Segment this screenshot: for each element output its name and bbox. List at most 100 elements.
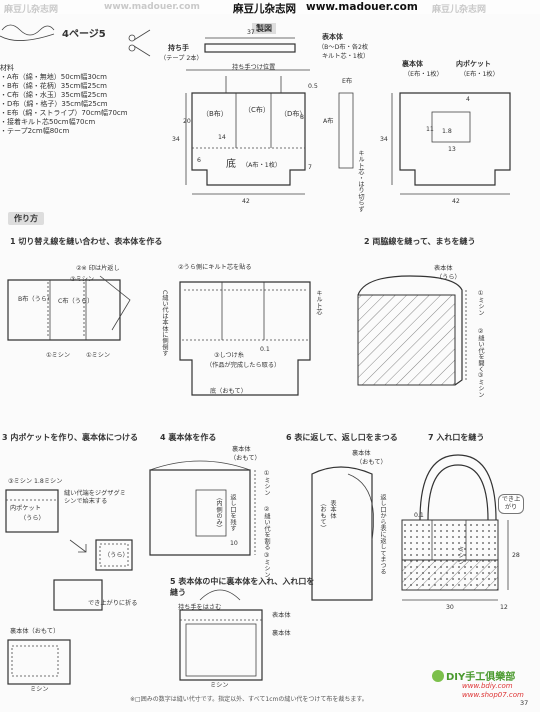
inner-pocket-fabric: （E布・1枚）: [460, 71, 499, 78]
watermark-banner: 麻豆儿杂志网 www.madouer.com 麻豆儿杂志网 www.madoue…: [0, 0, 540, 15]
step1-fabric-b: B布（うら）: [18, 296, 54, 303]
material-item: ・B布（綿・花柄）35cm幅25cm: [0, 82, 107, 90]
lining-height-34: 34: [380, 136, 388, 143]
step2-mishin-1: ①ミシン: [477, 290, 484, 316]
step5-figure: [179, 589, 263, 681]
decorative-lace: [0, 24, 55, 41]
fabric-b-label: （B布）: [202, 110, 228, 118]
lining-strip-pattern: [338, 92, 354, 169]
step7-depth-12: 12: [500, 604, 508, 611]
step1-note-b: ③ミシン: [70, 276, 95, 283]
bottom-label: 底: [226, 159, 236, 170]
step7-height-28: 28: [512, 552, 520, 559]
dim-20: 20: [183, 118, 191, 125]
step7-title: 7 入れ口を縫う: [428, 433, 485, 442]
ghost-site-name-right: 麻豆儿杂志网: [432, 5, 487, 15]
quilt-note: キルト芯・はり切らず: [357, 150, 364, 212]
step4-lining: 裏本体: [232, 446, 251, 453]
material-item: ・D布（綿・格子）35cm幅25cm: [0, 100, 108, 108]
bottom-fabric-label: （A布・1枚）: [242, 162, 282, 169]
step5-outer: 表本体: [272, 612, 291, 619]
step6-figure: [311, 466, 374, 601]
step7-done-badge: でき上がり: [498, 494, 524, 514]
step2-bag-figure: [357, 275, 467, 386]
materials-title: 材料: [0, 64, 14, 72]
step4-omote: （おもて）: [230, 455, 261, 462]
logo-url-1: www.bdiy.com: [462, 682, 513, 690]
step1-finish: （作品が完成したら取る）: [206, 362, 281, 369]
step6-title: 6 表に返して、返し口をまつる: [286, 433, 398, 442]
step6-omote: （おもて）: [356, 459, 387, 466]
logo-title: DIY手工俱樂部: [446, 672, 516, 683]
fabric-d-label: （D布）: [280, 110, 307, 118]
step5-title: 5 表本体の中に裏本体を入れ、入れ口を縫う: [170, 577, 315, 597]
step6-lining: 裏本体: [352, 450, 371, 457]
outer-body-parts: （B〜D布・各2枚: [318, 44, 369, 51]
step2-title: 2 両脇線を縫って、まちを縫う: [364, 237, 476, 246]
step3-fold: でき上がりに折る: [88, 600, 138, 607]
outer-body-label: 表本体: [322, 33, 343, 41]
step4-mishin-3: ③ミシン: [263, 552, 270, 578]
strip-fabric-e: E布: [342, 78, 353, 85]
step4-inner-only: （内側のみ）: [215, 494, 222, 532]
handle-label: 持ち手: [168, 44, 189, 52]
width-42: 42: [242, 198, 250, 205]
lining-body-fabric: （E布・1枚）: [404, 71, 443, 78]
step1-left-figure: [7, 275, 131, 341]
step1-mishin-2: ①ミシン: [86, 352, 111, 359]
step2-ura: （うら）: [436, 274, 461, 281]
diy-club-logo: DIY手工俱樂部 www.bdiy.com www.shop07.com: [428, 668, 538, 708]
step1-title: 1 切り替え線を縫い合わせ、表本体を作る: [10, 237, 163, 246]
logo-url-2: www.shop07.com: [462, 691, 524, 699]
pocket-dim-18: 1.8: [442, 128, 452, 135]
step1-mishin-1: ①ミシン: [46, 352, 71, 359]
step5-lining: 裏本体: [272, 630, 291, 637]
step5-mishin: ミシン: [210, 682, 229, 689]
page-number: 37: [520, 699, 529, 707]
step1-bottom: 底（おもて）: [210, 388, 247, 395]
step6-outer: 表本体: [329, 500, 336, 519]
material-item: ・接着キルト芯50cm幅70cm: [0, 118, 96, 126]
handle-note: （テープ 2本）: [160, 55, 203, 62]
step3-title: 3 内ポケットを作り、裏本体につける: [2, 433, 139, 442]
dim-8: 8: [300, 114, 304, 121]
step3-pocket: 内ポケット: [10, 505, 41, 512]
step3-lining: 裏本体（おもて）: [10, 628, 60, 635]
ghost-site-name: 麻豆儿杂志网: [4, 5, 59, 15]
pattern-title: 製図: [252, 23, 276, 34]
outer-body-quilt: キルト芯・1枚）: [322, 53, 370, 60]
scissors-icon: [128, 29, 151, 57]
pocket-dim-4: 4: [466, 96, 470, 103]
pocket-dim-11: 11: [426, 126, 434, 133]
lining-width-42: 42: [452, 198, 460, 205]
step3-mishin-2: 1.8ミシン: [34, 478, 63, 485]
step4-lining-figure: [149, 460, 256, 556]
materials-list: 材料 ・A布（綿・無地）50cm幅30cm ・B布（綿・花柄）35cm幅25cm…: [0, 64, 170, 136]
step6-omote-2: （おもて）: [319, 500, 326, 531]
step3-ura-2: （うら）: [104, 552, 129, 559]
step3-mishin-1: ③ミシン: [8, 478, 33, 485]
step4-title: 4 裏本体を作る: [160, 433, 217, 442]
dim-6: 6: [197, 157, 201, 164]
dim-7: 7: [308, 164, 312, 171]
site-url: www.madouer.com: [306, 1, 418, 13]
lining-body-label: 裏本体: [402, 60, 423, 68]
material-item: ・E布（綿・ストライプ）70cm幅70cm: [0, 109, 128, 117]
pocket-dim-13: 13: [448, 146, 456, 153]
logo-mark-icon: [432, 670, 444, 682]
material-item: ・テープ2cm幅80cm: [0, 127, 70, 135]
step1-tape: 0.1: [260, 346, 270, 353]
step3-mishin: ミシン: [30, 686, 49, 693]
dim-14: 14: [218, 134, 226, 141]
step4-mishin-1: ①ミシン: [263, 470, 270, 496]
step4-dim-10: 10: [230, 540, 238, 547]
material-item: ・C布（綿・水玉）35cm幅25cm: [0, 91, 108, 99]
site-name: 麻豆儿杂志网: [233, 3, 296, 15]
step3-note: 縫い代端をジグザグミシンで始末する: [64, 490, 126, 505]
step2-open-seam: ②縫い代を開く: [477, 328, 484, 373]
outer-body-pattern: [185, 69, 310, 195]
step4-opening: 返し口を残す: [229, 494, 236, 532]
step7-width-30: 30: [446, 604, 454, 611]
